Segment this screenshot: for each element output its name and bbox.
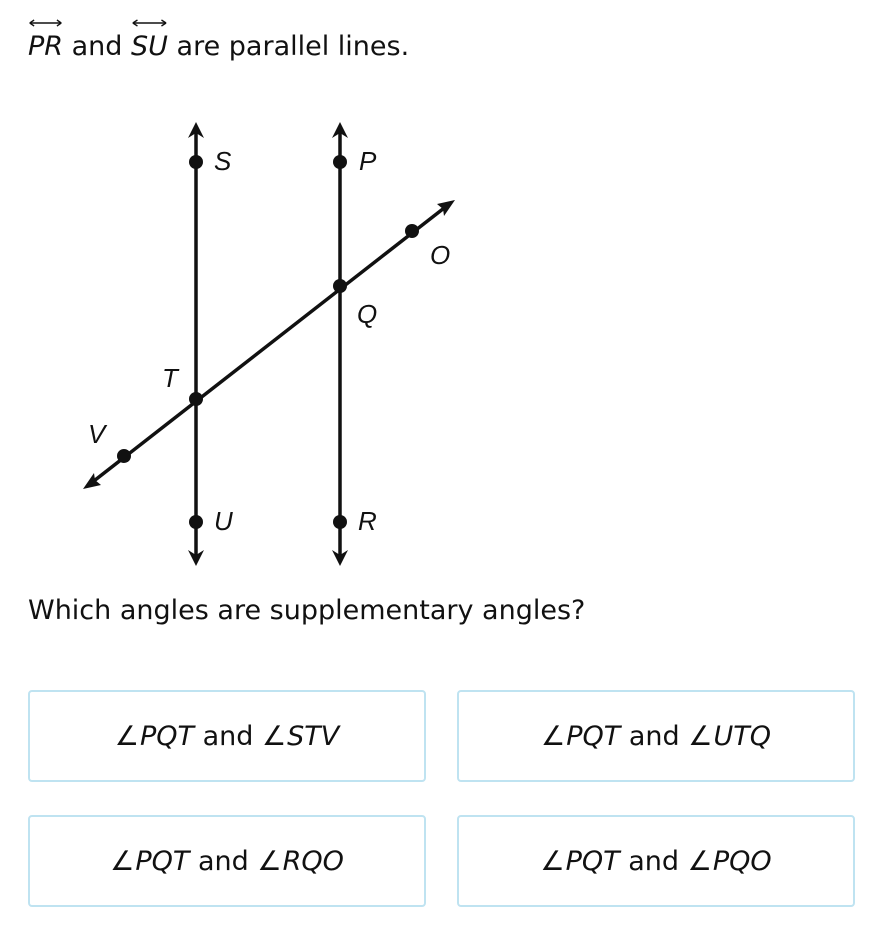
label-p: P [359, 146, 377, 176]
angle-icon: ∠ [687, 845, 712, 877]
angle-icon: ∠ [541, 720, 566, 752]
line-pr-text: PR [28, 31, 64, 62]
point-u [189, 515, 203, 529]
arrowhead-v-icon [83, 473, 101, 489]
choice-angle-b: RQO [282, 845, 344, 877]
choice-connector: and [628, 845, 680, 877]
point-v [117, 449, 131, 463]
choice-angle-b: STV [287, 720, 340, 752]
prompt-connector: and [71, 31, 123, 62]
arrowhead-p-icon [332, 122, 348, 138]
choice-angle-b: UTQ [713, 720, 771, 752]
point-s [189, 155, 203, 169]
choice-angle-a: PQT [566, 720, 621, 752]
line-arrow-icon [29, 19, 62, 27]
angle-icon: ∠ [114, 720, 139, 752]
label-q: Q [357, 299, 377, 329]
label-v: V [88, 419, 108, 449]
arrowhead-r-icon [332, 550, 348, 566]
angle-icon: ∠ [261, 720, 287, 752]
choice-connector: and [202, 720, 254, 752]
arrowhead-o-icon [437, 200, 455, 216]
line-pr-label: PR [28, 19, 64, 66]
choice-pqt-pqo[interactable]: ∠PQT and ∠PQO [457, 815, 855, 907]
label-o: O [430, 240, 450, 270]
prompt-text: PR and SU are parallel lines. [28, 19, 410, 66]
choice-connector: and [197, 845, 249, 877]
angle-icon: ∠ [110, 845, 135, 877]
arrowhead-s-icon [188, 122, 204, 138]
choice-angle-b: PQO [712, 845, 772, 877]
prompt-suffix: are parallel lines. [176, 31, 410, 62]
angle-icon: ∠ [257, 845, 282, 877]
label-t: T [162, 363, 180, 393]
line-su-label: SU [131, 19, 168, 66]
point-p [333, 155, 347, 169]
question-text: Which angles are supplementary angles? [28, 595, 586, 626]
point-q [333, 279, 347, 293]
choice-connector: and [628, 720, 680, 752]
angle-icon: ∠ [688, 720, 713, 752]
choice-pqt-stv[interactable]: ∠PQT and ∠STV [28, 690, 426, 782]
point-t [189, 392, 203, 406]
label-s: S [214, 146, 232, 176]
label-r: R [358, 506, 377, 536]
choice-pqt-rqo[interactable]: ∠PQT and ∠RQO [28, 815, 426, 907]
label-u: U [214, 506, 233, 536]
line-arrow-icon [132, 19, 167, 27]
transversal-vo [88, 203, 450, 486]
line-su-text: SU [131, 31, 168, 62]
point-r [333, 515, 347, 529]
choice-angle-a: PQT [565, 845, 620, 877]
arrowhead-u-icon [188, 550, 204, 566]
point-o [405, 224, 419, 238]
choice-angle-a: PQT [139, 720, 194, 752]
parallel-lines-diagram: S P O Q T V U R [83, 122, 455, 566]
choice-pqt-utq[interactable]: ∠PQT and ∠UTQ [457, 690, 855, 782]
choice-angle-a: PQT [135, 845, 190, 877]
angle-icon: ∠ [540, 845, 565, 877]
